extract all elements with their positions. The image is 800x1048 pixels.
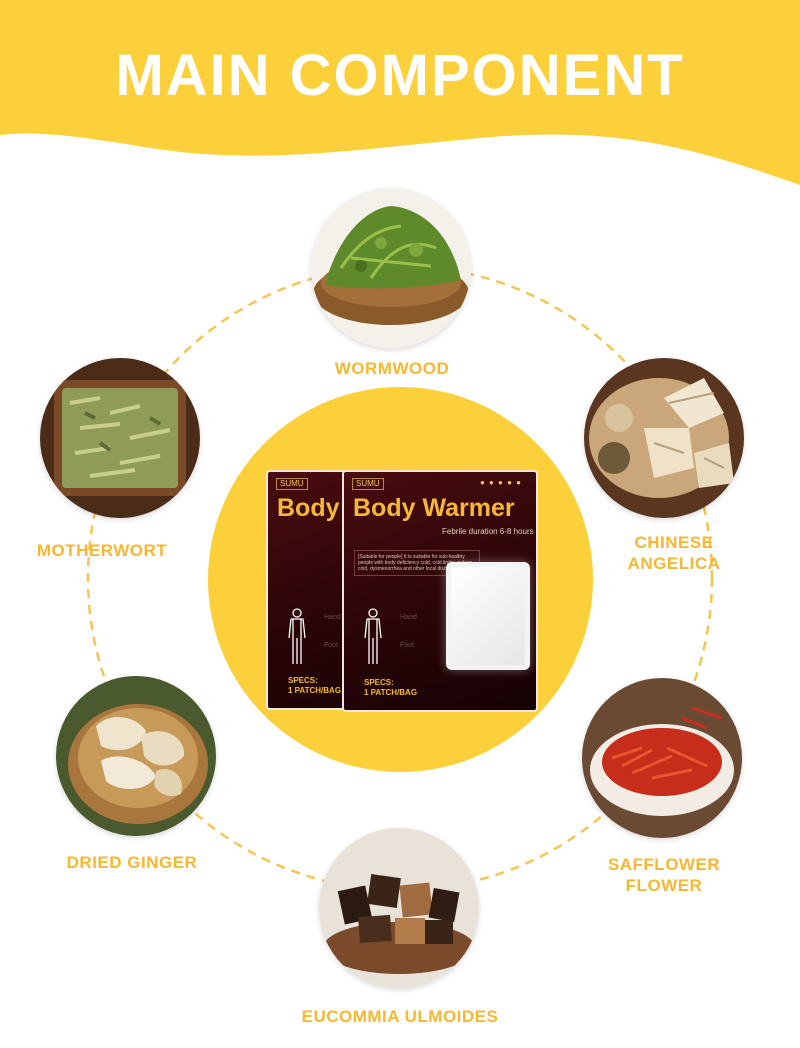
specs-line1: SPECS: [364,678,394,687]
wormwood-label: WORMWOOD [334,359,450,378]
safflower-line1: SAFFLOWER [607,855,721,874]
body-figure-icon [364,608,382,664]
wormwood-image [311,188,471,348]
hand-label: Hand [324,614,341,621]
chinese-angelica-line2: ANGELICA [627,554,721,573]
specs-line2: 1 PATCH/BAG [288,686,342,695]
foot-label: Foot [400,642,415,649]
chinese-angelica-line1: CHINESE [634,533,714,552]
specs-line2: 1 PATCH/BAG [364,688,418,697]
header-banner [0,0,800,185]
product-pack-front: SUMU ● ● ● ● ● Body Warmer Febrile durat… [342,470,538,712]
brand-label: SUMU [276,478,308,490]
page-title: MAIN COMPONENT [115,43,685,108]
motherwort-label: MOTHERWORT [36,541,168,560]
specs-text: SPECS: 1 PATCH/BAG [364,678,417,698]
motherwort-image [40,358,200,518]
product-subtitle: Febrile duration 6-8 hours [442,527,534,536]
chinese-angelica-image [584,358,744,518]
product-name: Body Warmer [353,494,515,522]
heat-patch-image [446,562,530,670]
product-name-partial: Body [277,494,340,522]
dried-ginger-label: DRIED GINGER [66,853,198,872]
safflower-line2: FLOWER [625,876,703,895]
foot-label: Foot [324,642,339,649]
dots-decoration: ● ● ● ● ● [479,478,522,487]
safflower-label: SAFFLOWER FLOWER [584,854,744,896]
dried-ginger-image [56,676,216,836]
specs-text: SPECS: 1 PATCH/BAG [288,676,341,696]
hand-label: Hand [400,614,417,621]
brand-label: SUMU [352,478,384,490]
safflower-image [582,678,742,838]
eucommia-label: EUCOMMIA ULMOIDES [301,1007,499,1026]
body-figure-icon [288,608,306,664]
eucommia-image [319,828,479,988]
chinese-angelica-label: CHINESE ANGELICA [594,532,754,574]
specs-line1: SPECS: [288,676,318,685]
